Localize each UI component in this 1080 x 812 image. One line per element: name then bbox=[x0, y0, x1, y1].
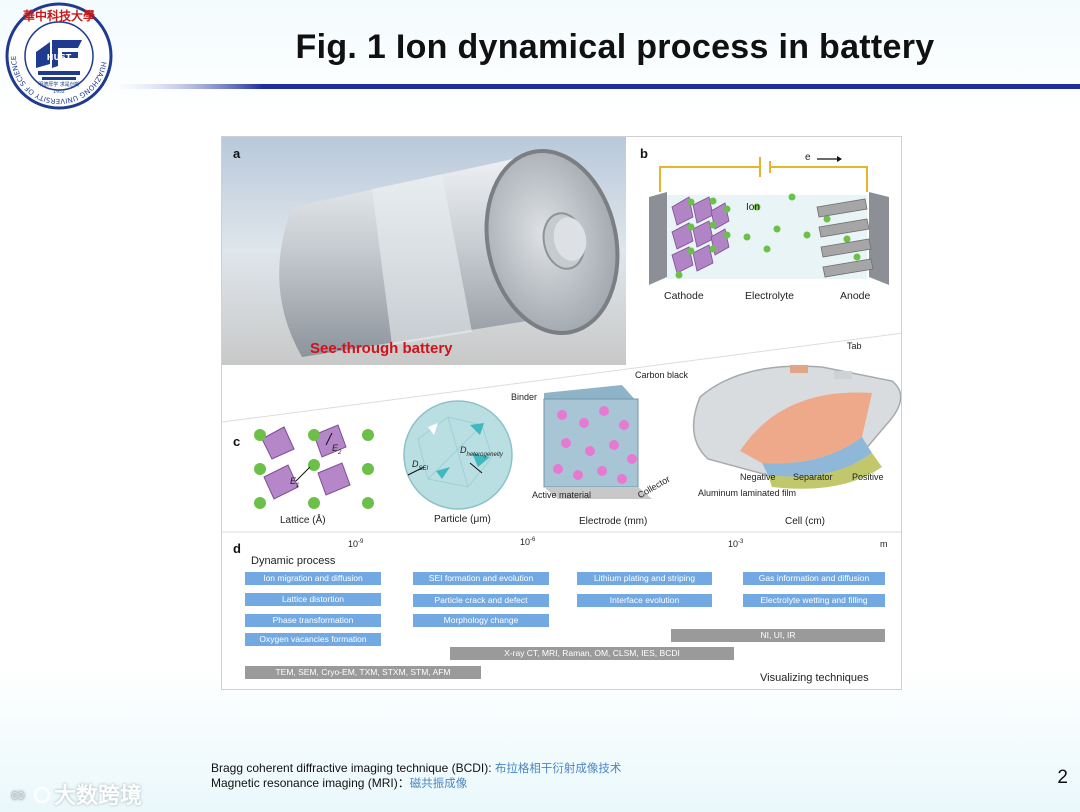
carbon-black-label: Carbon black bbox=[635, 370, 688, 380]
technique-bar: TEM, SEM, Cryo-EM, TXM, STXM, STM, AFM bbox=[245, 666, 481, 679]
e2-label: E2 bbox=[332, 443, 341, 456]
watermark-logo-icon: ∞ bbox=[10, 782, 52, 806]
axis-tick-1e-6: 10-6 bbox=[520, 537, 535, 547]
cathode-label: Cathode bbox=[664, 290, 704, 302]
slide-title: Fig. 1 Ion dynamical process in battery bbox=[150, 28, 1080, 67]
footnote-mri: Magnetic resonance imaging (MRI)：磁共振成像 bbox=[211, 776, 621, 791]
dynamic-process-label: Dynamic process bbox=[251, 555, 335, 567]
scale-electrode-label: Electrode (mm) bbox=[579, 516, 647, 527]
tab-label: Tab bbox=[847, 341, 862, 351]
dsei-label: DSEI bbox=[412, 459, 428, 472]
panel-c-multiscale-illustration bbox=[222, 327, 902, 537]
watermark: ∞ 大数跨境 bbox=[10, 778, 142, 810]
binder-label: Binder bbox=[511, 392, 537, 402]
footnote-bcdi: Bragg coherent diffractive imaging techn… bbox=[211, 761, 621, 776]
aluminum-film-label: Aluminum laminated film bbox=[698, 488, 796, 498]
process-chip: Ion migration and diffusion bbox=[245, 572, 381, 585]
process-chip: Gas information and diffusion bbox=[743, 572, 885, 585]
page-number: 2 bbox=[1057, 767, 1068, 789]
ion-label: Ion bbox=[746, 202, 760, 213]
title-underline bbox=[118, 84, 1080, 89]
scale-particle-label: Particle (μm) bbox=[434, 514, 491, 525]
process-chip: Particle crack and defect bbox=[413, 594, 549, 607]
visualizing-techniques-label: Visualizing techniques bbox=[760, 672, 869, 684]
technique-bar: NI, UI, IR bbox=[671, 629, 885, 642]
logo-hust-text: HUST bbox=[47, 53, 72, 62]
positive-label: Positive bbox=[852, 472, 884, 482]
axis-tick-m: m bbox=[880, 539, 888, 549]
logo-year: 1952 bbox=[53, 89, 65, 95]
process-chip: Electrolyte wetting and filling bbox=[743, 594, 885, 607]
logo-chinese-name: 華中科技大學 bbox=[23, 8, 95, 23]
anode-label: Anode bbox=[840, 290, 870, 302]
svg-text:∞: ∞ bbox=[10, 784, 26, 806]
e1-label: E1 bbox=[290, 476, 299, 489]
electrode-structure bbox=[544, 385, 652, 499]
process-chip: Oxygen vacancies formation bbox=[245, 633, 381, 646]
logo-motto: 明德厚学 求是创新 bbox=[38, 81, 80, 88]
axis-tick-1e-9: 10-9 bbox=[348, 539, 363, 549]
active-material-label: Active material bbox=[532, 490, 591, 500]
footnotes: Bragg coherent diffractive imaging techn… bbox=[211, 761, 621, 791]
process-chip: Morphology change bbox=[413, 614, 549, 627]
pouch-cell-structure bbox=[694, 365, 901, 489]
panel-c-letter: c bbox=[233, 434, 240, 449]
process-chip: SEI formation and evolution bbox=[413, 572, 549, 585]
axis-tick-1e-3: 10-3 bbox=[728, 539, 743, 549]
negative-label: Negative bbox=[740, 472, 776, 482]
electrolyte-label: Electrolyte bbox=[745, 290, 794, 302]
process-chip: Interface evolution bbox=[577, 594, 712, 607]
process-chip: Phase transformation bbox=[245, 614, 381, 627]
university-logo: 華中科技大學 HUAZHONG UNIVERSITY OF SCIENCE AN… bbox=[2, 2, 116, 110]
lattice-structure bbox=[254, 425, 374, 509]
scale-lattice-label: Lattice (Å) bbox=[280, 515, 326, 526]
dheterogeneity-label: Dheterogeneity bbox=[460, 445, 503, 458]
panel-d-divider bbox=[222, 530, 902, 540]
scale-cell-label: Cell (cm) bbox=[785, 516, 825, 527]
process-chip: Lattice distortion bbox=[245, 593, 381, 606]
panel-d-letter: d bbox=[233, 541, 241, 556]
technique-bar: X-ray CT, MRI, Raman, OM, CLSM, IES, BCD… bbox=[450, 647, 734, 660]
panel-a-letter: a bbox=[233, 146, 240, 161]
separator-label: Separator bbox=[793, 472, 833, 482]
electron-label: e bbox=[805, 152, 811, 163]
process-chip: Lithium plating and striping bbox=[577, 572, 712, 585]
figure-panel: a See-through battery b e Io bbox=[221, 136, 902, 690]
